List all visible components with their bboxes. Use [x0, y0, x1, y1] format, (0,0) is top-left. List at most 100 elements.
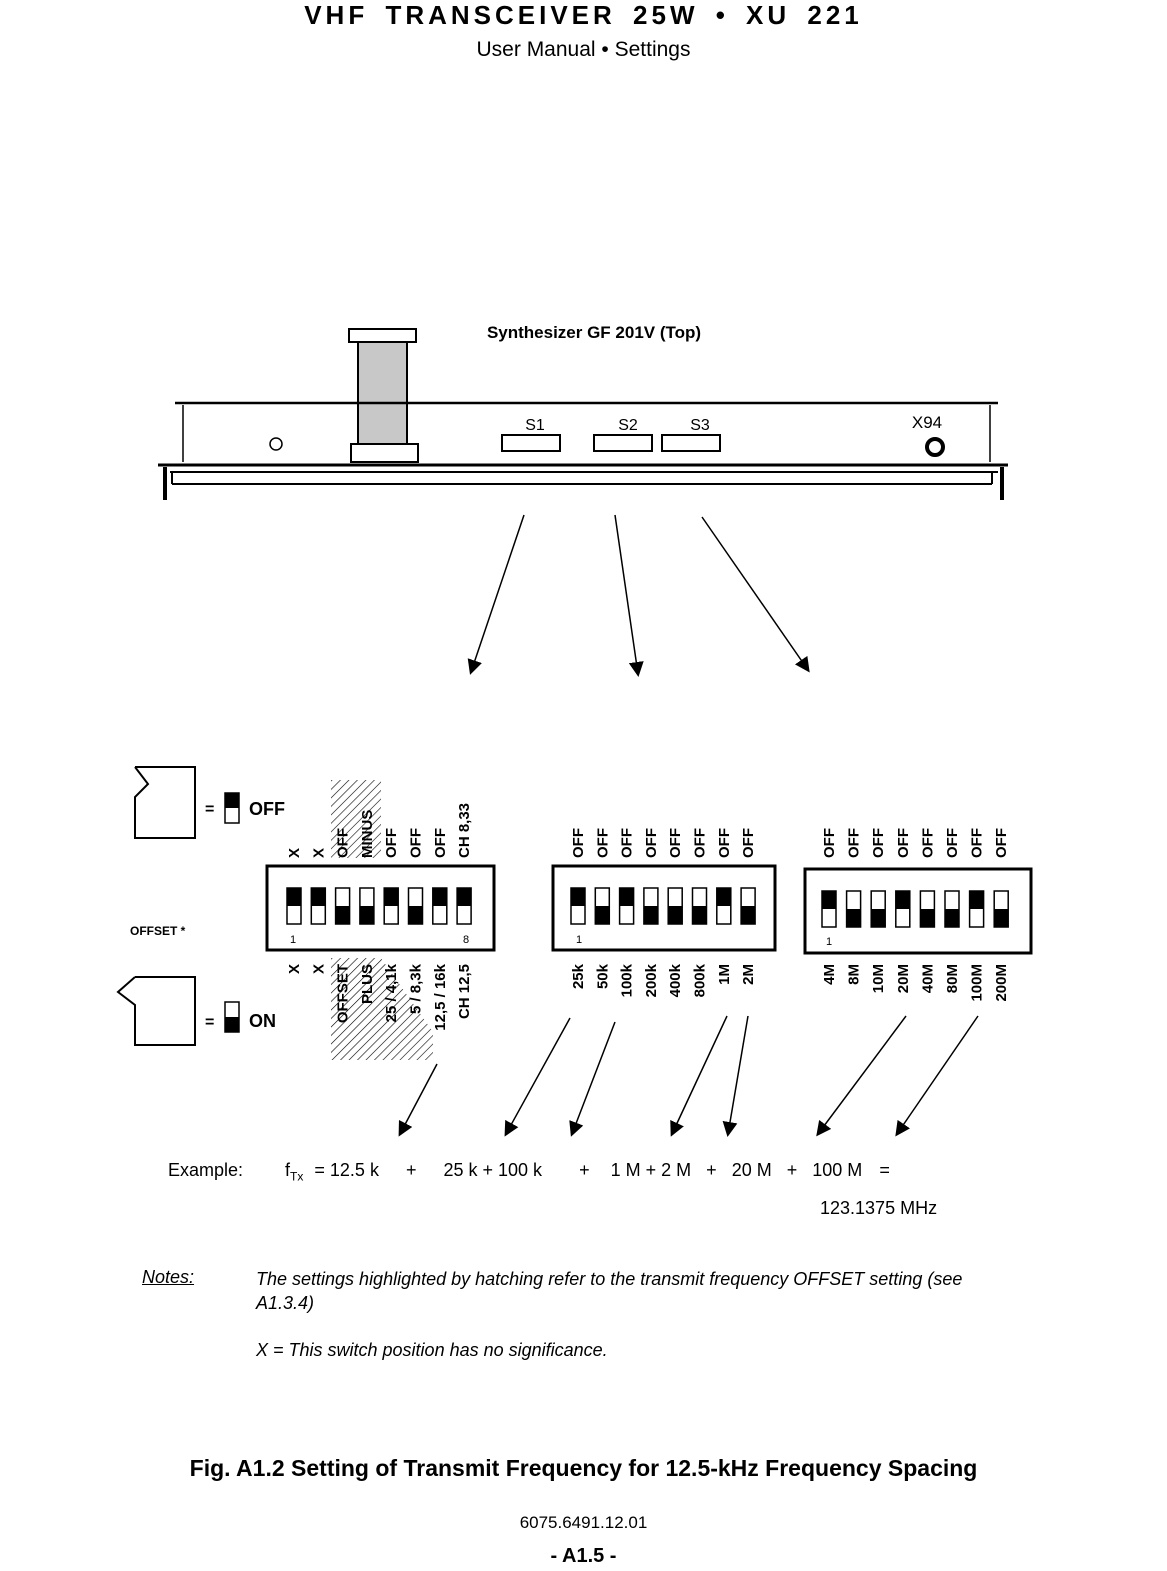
example-f-subscript: Tx	[290, 1169, 304, 1184]
s1-switch-4-knob	[359, 906, 374, 924]
s3-top-label-4: OFF	[895, 828, 912, 858]
s1-top-label-8: CH 8,33	[456, 803, 473, 858]
s1-switch-8-knob	[457, 888, 472, 906]
s1-top-label-7: OFF	[432, 828, 449, 858]
s2-bottom-label-1: 25k	[570, 963, 587, 989]
s1-top-label-1: X	[286, 848, 303, 858]
s1-bottom-label-7: 12,5 / 16k	[432, 963, 449, 1030]
svg-text:=: =	[205, 1014, 214, 1031]
s1-first-number: 1	[290, 934, 296, 946]
s3-top-label-6: OFF	[944, 828, 961, 858]
s2-top-label-7: OFF	[716, 828, 733, 858]
s3-top-label-3: OFF	[870, 828, 887, 858]
s3-bottom-label-2: 8M	[846, 964, 863, 985]
s2-switch-6-knob	[692, 906, 707, 924]
s2-switch-outline	[593, 434, 653, 452]
note-hatching: The settings highlighted by hatching ref…	[256, 1269, 963, 1313]
s2-switch-5-knob	[668, 906, 683, 924]
coil	[357, 341, 408, 445]
s1-switch-2-knob	[311, 888, 326, 906]
document-subtitle: User Manual • Settings	[476, 38, 691, 61]
s2-bottom-label-8: 2M	[740, 964, 757, 985]
example-term-1: = 12.5 k	[314, 1160, 379, 1180]
s3-bottom-label-6: 80M	[944, 964, 961, 993]
s3-switch-5-knob	[920, 909, 935, 927]
s2-bottom-label-7: 1M	[716, 964, 733, 985]
example-term-6: +	[706, 1160, 717, 1180]
s2-first-number: 1	[576, 934, 582, 946]
x94-connector-icon	[925, 437, 945, 457]
s3-top-label-5: OFF	[919, 828, 936, 858]
mounting-hole	[269, 437, 283, 451]
synthesizer-board: Synthesizer GF 201V (Top) S1 S2 S3 X94	[158, 323, 1008, 500]
s2-switch-2-knob	[595, 906, 610, 924]
s3-top-label-8: OFF	[993, 828, 1010, 858]
s1-switch-5-knob	[384, 888, 399, 906]
s3-bottom-label-1: 4M	[821, 964, 838, 985]
s1-dip-switch	[265, 864, 496, 952]
example-term-9: 100 M	[812, 1160, 863, 1180]
s3-bottom-label-8: 200M	[993, 964, 1010, 1002]
s1-bottom-label-2: X	[310, 964, 327, 974]
s1-last-number: 8	[463, 934, 469, 946]
s1-switch-3-knob	[335, 906, 350, 924]
example-label: Example:	[168, 1160, 244, 1180]
s2-top-label-3: OFF	[619, 828, 636, 858]
s2-board-label: S2	[618, 417, 638, 434]
legend-off-label: OFF	[249, 799, 285, 819]
s1-top-label-5: OFF	[383, 828, 400, 858]
s1-bottom-label-6: 5 / 8,3k	[408, 963, 425, 1014]
lever-on-icon	[116, 976, 196, 1046]
s3-switch-1-knob	[822, 891, 836, 909]
s1-bottom-label-1: X	[286, 964, 303, 974]
s1-hatch-bottom	[331, 958, 433, 1060]
coil-cap	[348, 328, 417, 343]
s2-top-label-4: OFF	[643, 828, 660, 858]
s3-switch-2-knob	[846, 909, 861, 927]
settings-diagram: Synthesizer GF 201V (Top) S1 S2 S3 X94 =	[116, 323, 1033, 1137]
s1-switch-6-knob	[408, 906, 423, 924]
document-number: 6075.6491.12.01	[519, 1513, 648, 1532]
s2-top-label-8: OFF	[740, 828, 757, 858]
note-x-meaning: X = This switch position has no signific…	[256, 1340, 608, 1360]
s2-top-label-6: OFF	[692, 828, 709, 858]
s3-bottom-label-7: 100M	[969, 964, 986, 1002]
legend-on-label: ON	[249, 1011, 276, 1031]
s2-dip-switch	[551, 864, 777, 952]
s1-top-label-4: MINUS	[359, 810, 376, 858]
s3-bottom-label-4: 20M	[895, 964, 912, 993]
example-formula: Example: fTx = 12.5 k + 25 k + 100 k + 1…	[168, 1160, 890, 1184]
s3-switch-3-knob	[871, 909, 886, 927]
example-f: f	[285, 1160, 291, 1180]
example-term-8: +	[786, 1160, 798, 1180]
switch-legend: = OFF OFFSET * = ON	[116, 766, 285, 1046]
s1-switch-outline	[501, 434, 561, 452]
example-term-2: +	[405, 1160, 417, 1180]
offset-label: OFFSET *	[130, 924, 186, 938]
s2-bottom-label-6: 800k	[692, 963, 709, 997]
s2-bottom-label-4: 200k	[643, 963, 660, 997]
s2-top-label-2: OFF	[594, 828, 611, 858]
figure-caption: Fig. A1.2 Setting of Transmit Frequency …	[189, 1455, 978, 1481]
s2-top-label-5: OFF	[667, 828, 684, 858]
s1-bottom-label-4: PLUS	[359, 964, 376, 1004]
s3-switch-outline	[661, 434, 721, 452]
s2-top-label-1: OFF	[570, 828, 587, 858]
s3-top-label-1: OFF	[821, 828, 838, 858]
s3-board-label: S3	[690, 417, 710, 434]
s2-switch-7-knob	[716, 888, 731, 906]
s3-bottom-label-5: 40M	[919, 964, 936, 993]
s3-first-number: 1	[826, 936, 832, 948]
s1-switch-1-knob	[287, 888, 301, 906]
s2-switch-3-knob	[619, 888, 634, 906]
s1-switch-7-knob	[432, 888, 447, 906]
s1-top-label-6: OFF	[408, 828, 425, 858]
s2-bottom-label-3: 100k	[619, 963, 636, 997]
s2-switch-4-knob	[643, 906, 658, 924]
example-term-5: 1 M + 2 M	[610, 1160, 692, 1180]
example-term-4: +	[579, 1160, 590, 1180]
s3-bottom-label-3: 10M	[870, 964, 887, 993]
s1-bottom-label-8: CH 12,5	[456, 964, 473, 1019]
s2-switch-8-knob	[741, 906, 756, 924]
